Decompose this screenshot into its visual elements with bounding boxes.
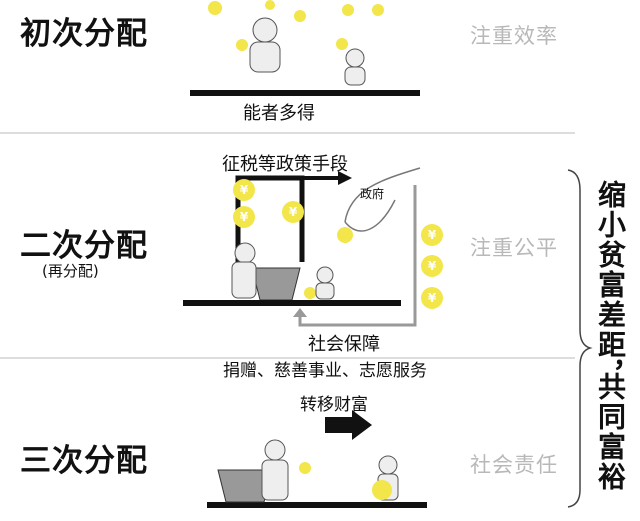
people-section2 — [231, 242, 335, 300]
svg-text:¥: ¥ — [289, 205, 298, 219]
summary-line2: 共同富裕 — [594, 372, 627, 492]
svg-text:¥: ¥ — [428, 291, 437, 305]
ground-line-3 — [207, 502, 427, 508]
government-hand-icon — [344, 167, 421, 223]
person-poor-icon — [344, 48, 366, 86]
basket-3-icon — [217, 469, 273, 503]
activities-label: 捐赠、慈善事业、志愿服务 — [223, 361, 427, 381]
tax-arrow-icon — [338, 171, 352, 185]
social-security-return-line — [298, 185, 417, 327]
section2-title: 二次分配 — [20, 228, 148, 264]
coins-section1 — [208, 0, 384, 51]
return-arrow-icon — [293, 308, 307, 317]
ground-line-1 — [190, 90, 420, 96]
social-security-label: 社会保障 — [308, 334, 380, 355]
person-rich-icon — [249, 17, 281, 73]
policy-label: 征税等政策手段 — [222, 154, 348, 175]
svg-text:¥: ¥ — [428, 228, 437, 242]
svg-text:¥: ¥ — [240, 183, 249, 197]
coins-section2 — [233, 179, 443, 309]
svg-text:¥: ¥ — [240, 210, 249, 224]
section1-title: 初次分配 — [20, 16, 148, 52]
section3-principle: 社会责任 — [470, 453, 558, 477]
section3-title: 三次分配 — [20, 443, 148, 479]
svg-text:¥: ¥ — [428, 259, 437, 273]
section1-caption: 能者多得 — [243, 103, 315, 124]
section2-principle: 注重公平 — [470, 236, 558, 260]
summary-line1: 缩小贫富差距， — [594, 180, 627, 390]
people-section3 — [261, 439, 399, 501]
transfer-label: 转移财富 — [300, 395, 368, 415]
transfer-arrow — [325, 417, 355, 433]
section2-subtitle: (再分配) — [42, 262, 99, 280]
ground-line-2 — [183, 300, 401, 306]
government-label: 政府 — [360, 187, 385, 201]
summary-bracket — [567, 169, 593, 508]
section1-principle: 注重效率 — [470, 24, 558, 48]
transfer-arrow-icon — [352, 410, 372, 440]
basket-icon — [251, 267, 301, 301]
